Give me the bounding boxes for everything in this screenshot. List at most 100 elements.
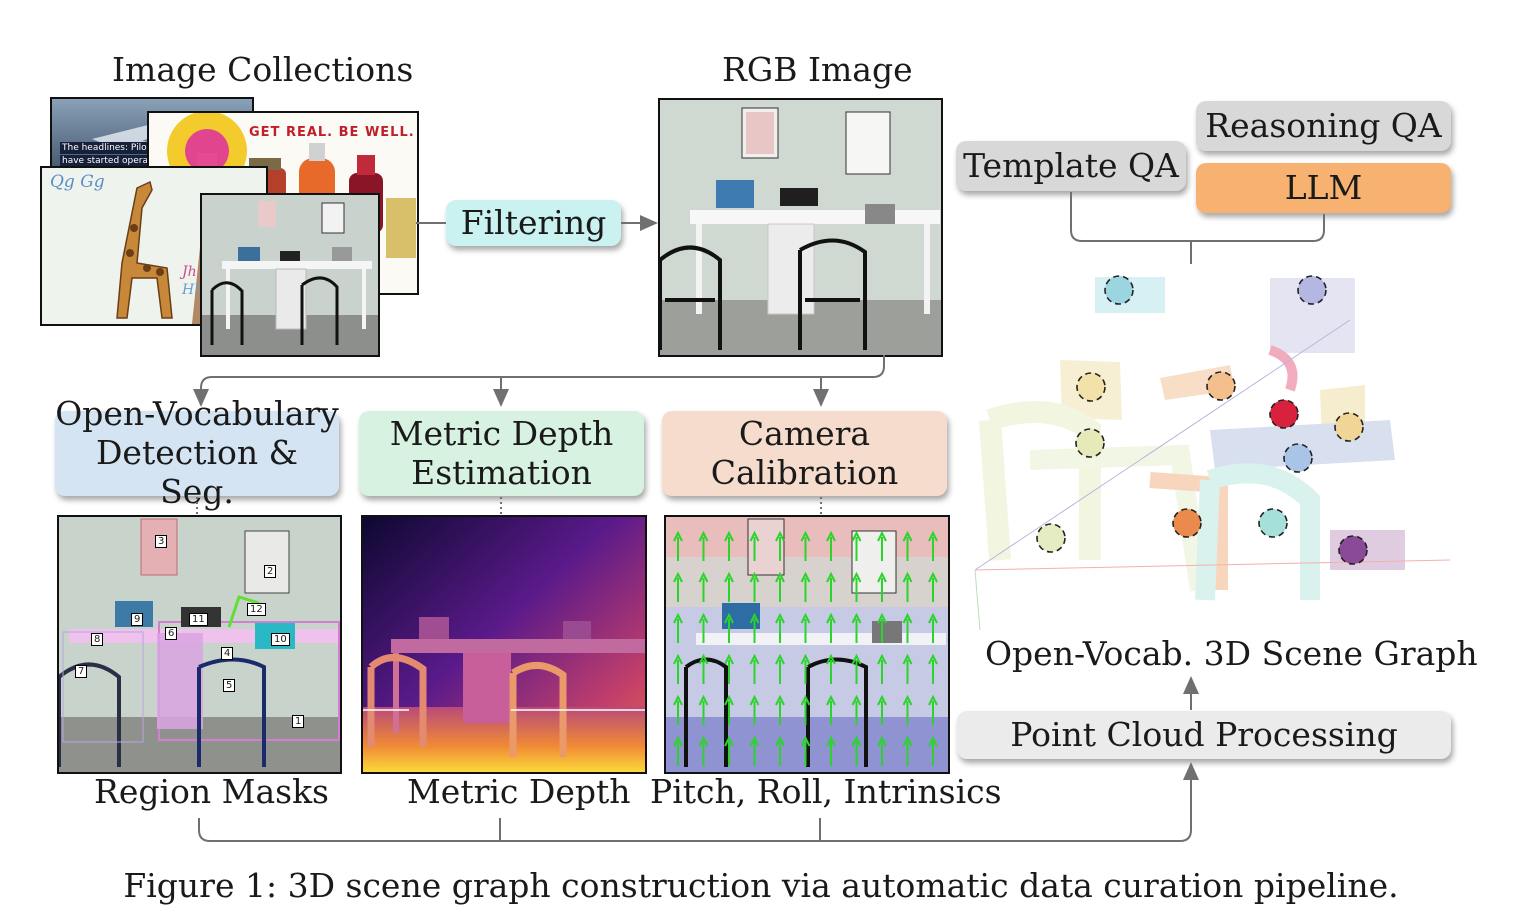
scene-graph-pointcloud	[974, 275, 1451, 631]
gravity-arrow	[826, 530, 836, 561]
giraffe-text-2: Jh	[182, 264, 197, 280]
gravity-arrow	[800, 612, 811, 643]
gravity-arrow	[800, 530, 811, 561]
gravity-arrow	[928, 735, 938, 766]
depth-line-1: Metric Depth	[389, 413, 614, 453]
gravity-arrow	[902, 653, 913, 684]
mask-id-8: 8	[91, 633, 104, 646]
room-thumbnail	[202, 195, 378, 355]
calibration-overlay	[666, 517, 948, 772]
calib-node: Camera Calibration	[662, 411, 947, 496]
depth-node: Metric Depth Estimation	[359, 411, 644, 496]
gravity-arrow	[877, 612, 887, 643]
mask-id-3: 3	[155, 535, 168, 548]
gravity-arrow	[826, 735, 836, 766]
gravity-arrow	[877, 571, 887, 602]
gravity-arrow	[749, 653, 760, 684]
gravity-arrow	[902, 735, 913, 766]
gravity-arrow	[698, 530, 709, 561]
gravity-arrow	[877, 735, 887, 766]
gravity-arrow	[673, 653, 683, 684]
gravity-arrow	[724, 571, 734, 602]
mask-id-7: 7	[75, 665, 88, 678]
gravity-arrow	[877, 694, 887, 725]
gravity-arrow	[673, 694, 683, 725]
ovd-line-2: Detection & Seg.	[95, 433, 299, 511]
gravity-arrow	[775, 694, 785, 725]
room-scene	[660, 100, 941, 355]
gravity-arrow	[851, 571, 862, 602]
gravity-arrow	[698, 735, 709, 766]
gravity-arrow	[698, 612, 709, 643]
gravity-arrow	[877, 530, 887, 561]
calib-line-1: Camera	[738, 413, 871, 453]
figure-caption: Figure 1: 3D scene graph construction vi…	[123, 866, 1399, 905]
gravity-arrow	[800, 571, 811, 602]
gravity-arrows	[673, 530, 938, 766]
gravity-arrow	[673, 571, 683, 602]
giraffe-text-1: Qg Gg	[50, 172, 105, 192]
mask-id-11: 11	[189, 613, 208, 626]
gravity-arrow	[928, 694, 938, 725]
mask-id-12: 12	[247, 603, 266, 616]
gravity-arrow	[698, 694, 709, 725]
gravity-arrow	[902, 530, 913, 561]
gravity-arrow	[775, 653, 785, 684]
region-masks-label: Region Masks	[94, 772, 329, 811]
gravity-arrow	[902, 612, 913, 643]
gravity-arrow	[673, 735, 683, 766]
image-collections-title: Image Collections	[112, 50, 414, 89]
gravity-arrow	[851, 694, 862, 725]
region-masks-image: 1 2 3 4 5 6 7 8 9 10 11 12	[57, 515, 342, 774]
gravity-arrow	[724, 530, 734, 561]
gravity-arrow	[724, 653, 734, 684]
gravity-arrow	[851, 653, 862, 684]
rgb-image-title: RGB Image	[722, 50, 913, 89]
scene-graph-label: Open-Vocab. 3D Scene Graph	[985, 634, 1478, 673]
mask-id-10: 10	[271, 633, 290, 646]
gravity-arrow	[851, 612, 862, 643]
metric-depth-image	[361, 515, 647, 774]
gravity-arrow	[698, 571, 709, 602]
gravity-arrow	[902, 571, 913, 602]
gravity-arrow	[749, 694, 760, 725]
mask-id-1: 1	[292, 715, 305, 728]
gravity-arrow	[928, 653, 938, 684]
llm-node: LLM	[1196, 163, 1451, 213]
gravity-arrow	[826, 612, 836, 643]
gravity-arrow	[724, 735, 734, 766]
mask-id-9: 9	[131, 613, 144, 626]
gravity-arrow	[877, 653, 887, 684]
gravity-arrow	[724, 612, 734, 643]
gravity-arrow	[749, 735, 760, 766]
gravity-arrow	[851, 530, 862, 561]
ad-text: GET REAL. BE WELL.	[249, 125, 415, 140]
gravity-arrow	[775, 571, 785, 602]
calib-line-2: Calibration	[710, 452, 899, 492]
point-cloud-node: Point Cloud Processing	[957, 711, 1451, 759]
gravity-arrow	[902, 694, 913, 725]
gravity-arrow	[775, 612, 785, 643]
pitch-roll-label: Pitch, Roll, Intrinsics	[650, 772, 1002, 811]
gravity-arrow	[724, 694, 734, 725]
mask-id-5: 5	[223, 679, 236, 692]
gravity-arrow	[775, 530, 785, 561]
gravity-arrow	[698, 653, 709, 684]
mask-id-4: 4	[221, 647, 234, 660]
mask-id-6: 6	[165, 627, 178, 640]
gravity-arrow	[673, 612, 683, 643]
gravity-arrow	[928, 571, 938, 602]
gravity-arrow	[851, 735, 862, 766]
gravity-arrow	[800, 694, 811, 725]
ovd-node: Open-Vocabulary Detection & Seg.	[55, 394, 339, 511]
reasoning-qa-node: Reasoning QA	[1196, 101, 1451, 151]
gravity-arrow	[800, 735, 811, 766]
mask-id-2: 2	[264, 565, 277, 578]
gravity-arrow	[826, 571, 836, 602]
giraffe-text-3: Hh	[182, 282, 204, 298]
gravity-arrow	[928, 530, 938, 561]
gravity-arrow	[673, 530, 683, 561]
depth-line-2: Estimation	[411, 452, 592, 492]
camera-calibration-image	[664, 515, 950, 774]
